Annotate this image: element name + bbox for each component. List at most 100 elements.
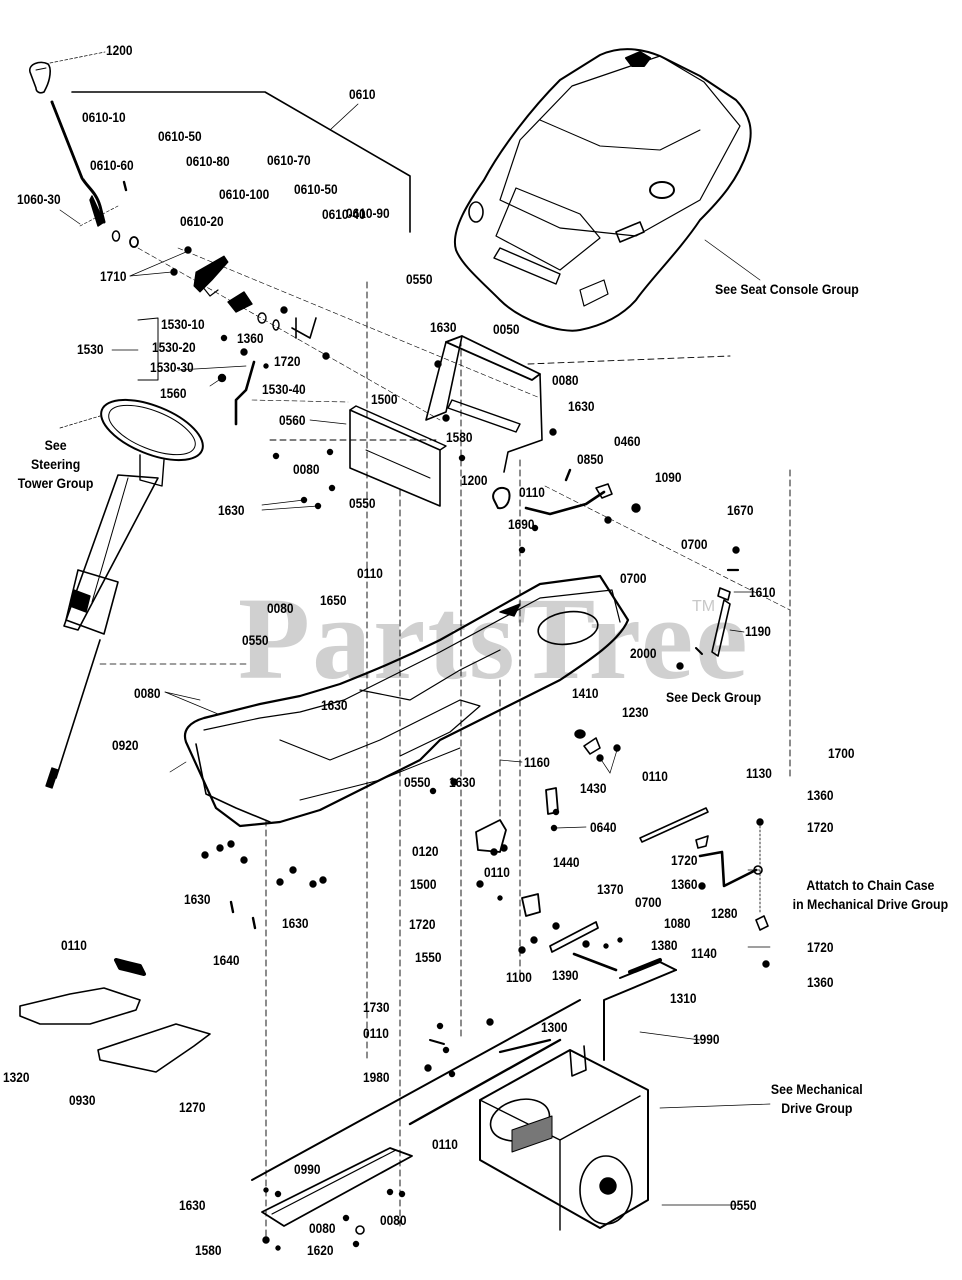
part-label[interactable]: 1700 xyxy=(828,745,855,761)
part-label[interactable]: 0080 xyxy=(380,1212,407,1228)
part-label[interactable]: 1730 xyxy=(363,999,390,1015)
part-label[interactable]: 0610-70 xyxy=(267,152,311,168)
steering-tower-group-link[interactable]: See Steering Tower Group xyxy=(16,436,95,493)
part-label[interactable]: 1280 xyxy=(711,905,738,921)
part-label[interactable]: 1630 xyxy=(179,1197,206,1213)
part-label[interactable]: 0850 xyxy=(577,451,604,467)
part-label[interactable]: 1720 xyxy=(671,852,698,868)
part-label[interactable]: 0990 xyxy=(294,1161,321,1177)
part-label[interactable]: 0460 xyxy=(614,433,641,449)
part-label[interactable]: 0110 xyxy=(61,937,87,953)
part-label[interactable]: 1360 xyxy=(807,787,834,803)
part-label[interactable]: 1720 xyxy=(409,916,436,932)
deck-group-link[interactable]: See Deck Group xyxy=(666,689,762,705)
part-label[interactable]: 0610-10 xyxy=(82,109,126,125)
part-label[interactable]: 1530-40 xyxy=(262,381,306,397)
part-label[interactable]: 0110 xyxy=(363,1025,389,1041)
part-label[interactable]: 1560 xyxy=(160,385,187,401)
part-label[interactable]: 0550 xyxy=(404,774,431,790)
part-label[interactable]: 0610-50 xyxy=(294,181,338,197)
part-label[interactable]: 0110 xyxy=(484,864,510,880)
part-label[interactable]: 1580 xyxy=(195,1242,222,1258)
part-label[interactable]: 1580 xyxy=(446,429,473,445)
part-label[interactable]: 0610-50 xyxy=(158,128,202,144)
part-label[interactable]: 0610-90 xyxy=(346,205,390,221)
part-label[interactable]: 1360 xyxy=(237,330,264,346)
part-label[interactable]: 1640 xyxy=(213,952,240,968)
part-label[interactable]: 0080 xyxy=(552,372,579,388)
part-label[interactable]: 1160 xyxy=(524,754,550,770)
part-label[interactable]: 0920 xyxy=(112,737,139,753)
part-label[interactable]: 0560 xyxy=(279,412,306,428)
part-label[interactable]: 1500 xyxy=(410,876,437,892)
part-label[interactable]: 0700 xyxy=(620,570,647,586)
part-label[interactable]: 0080 xyxy=(134,685,161,701)
part-label[interactable]: 1980 xyxy=(363,1069,390,1085)
part-label[interactable]: 1530-10 xyxy=(161,316,205,332)
part-label[interactable]: 1630 xyxy=(568,398,595,414)
part-label[interactable]: 1630 xyxy=(282,915,309,931)
mechanical-drive-group-link[interactable]: See Mechanical Drive Group xyxy=(764,1080,870,1118)
part-label[interactable]: 1440 xyxy=(553,854,580,870)
part-label[interactable]: 0640 xyxy=(590,819,617,835)
part-label[interactable]: 0550 xyxy=(242,632,269,648)
part-label[interactable]: 1620 xyxy=(307,1242,334,1258)
part-label[interactable]: 1530-20 xyxy=(152,339,196,355)
part-label[interactable]: 1380 xyxy=(651,937,678,953)
part-label[interactable]: 1630 xyxy=(430,319,457,335)
part-label[interactable]: 1500 xyxy=(371,391,398,407)
part-label[interactable]: 0120 xyxy=(412,843,439,859)
part-label[interactable]: 1530-30 xyxy=(150,359,194,375)
part-label[interactable]: 1090 xyxy=(655,469,682,485)
part-label[interactable]: 1320 xyxy=(3,1069,30,1085)
part-label[interactable]: 0550 xyxy=(406,271,433,287)
part-label[interactable]: 1610 xyxy=(749,584,776,600)
part-label[interactable]: 1710 xyxy=(100,268,127,284)
part-label[interactable]: 0610-40 xyxy=(322,206,366,222)
part-label[interactable]: 0080 xyxy=(267,600,294,616)
part-label[interactable]: 1190 xyxy=(745,623,771,639)
part-label[interactable]: 1060-30 xyxy=(17,191,61,207)
part-label[interactable]: 1650 xyxy=(320,592,347,608)
part-label[interactable]: 1530 xyxy=(77,341,104,357)
part-label[interactable]: 0930 xyxy=(69,1092,96,1108)
part-label[interactable]: 0610-100 xyxy=(219,186,270,202)
part-label[interactable]: 1200 xyxy=(106,42,133,58)
part-label[interactable]: 0700 xyxy=(681,536,708,552)
part-label[interactable]: 1230 xyxy=(622,704,649,720)
part-label[interactable]: 0550 xyxy=(349,495,376,511)
part-label[interactable]: 1720 xyxy=(274,353,301,369)
part-label[interactable]: 0080 xyxy=(309,1220,336,1236)
part-label[interactable]: 1630 xyxy=(449,774,476,790)
part-label[interactable]: 1270 xyxy=(179,1099,206,1115)
part-label[interactable]: 1300 xyxy=(541,1019,568,1035)
part-label[interactable]: 0610 xyxy=(349,86,376,102)
part-label[interactable]: 0110 xyxy=(642,768,668,784)
part-label[interactable]: 1630 xyxy=(321,697,348,713)
part-label[interactable]: 1080 xyxy=(664,915,691,931)
part-label[interactable]: 0610-80 xyxy=(186,153,230,169)
part-label[interactable]: 0550 xyxy=(730,1197,757,1213)
part-label[interactable]: 1410 xyxy=(572,685,599,701)
part-label[interactable]: 0610-60 xyxy=(90,157,134,173)
part-label[interactable]: 1310 xyxy=(670,990,697,1006)
part-label[interactable]: 1630 xyxy=(218,502,245,518)
part-label[interactable]: 1100 xyxy=(506,969,532,985)
part-label[interactable]: 1360 xyxy=(671,876,698,892)
part-label[interactable]: 1630 xyxy=(184,891,211,907)
part-label[interactable]: 1720 xyxy=(807,939,834,955)
part-label[interactable]: 1430 xyxy=(580,780,607,796)
part-label[interactable]: 0080 xyxy=(293,461,320,477)
part-label[interactable]: 2000 xyxy=(630,645,657,661)
part-label[interactable]: 1720 xyxy=(807,819,834,835)
part-label[interactable]: 1990 xyxy=(693,1031,720,1047)
part-label[interactable]: 0050 xyxy=(493,321,520,337)
part-label[interactable]: 1360 xyxy=(807,974,834,990)
part-label[interactable]: 1390 xyxy=(552,967,579,983)
part-label[interactable]: 1370 xyxy=(597,881,624,897)
part-label[interactable]: 1130 xyxy=(746,765,772,781)
part-label[interactable]: 0110 xyxy=(432,1136,458,1152)
part-label[interactable]: 1670 xyxy=(727,502,754,518)
part-label[interactable]: 1690 xyxy=(508,516,535,532)
part-label[interactable]: 1550 xyxy=(415,949,442,965)
